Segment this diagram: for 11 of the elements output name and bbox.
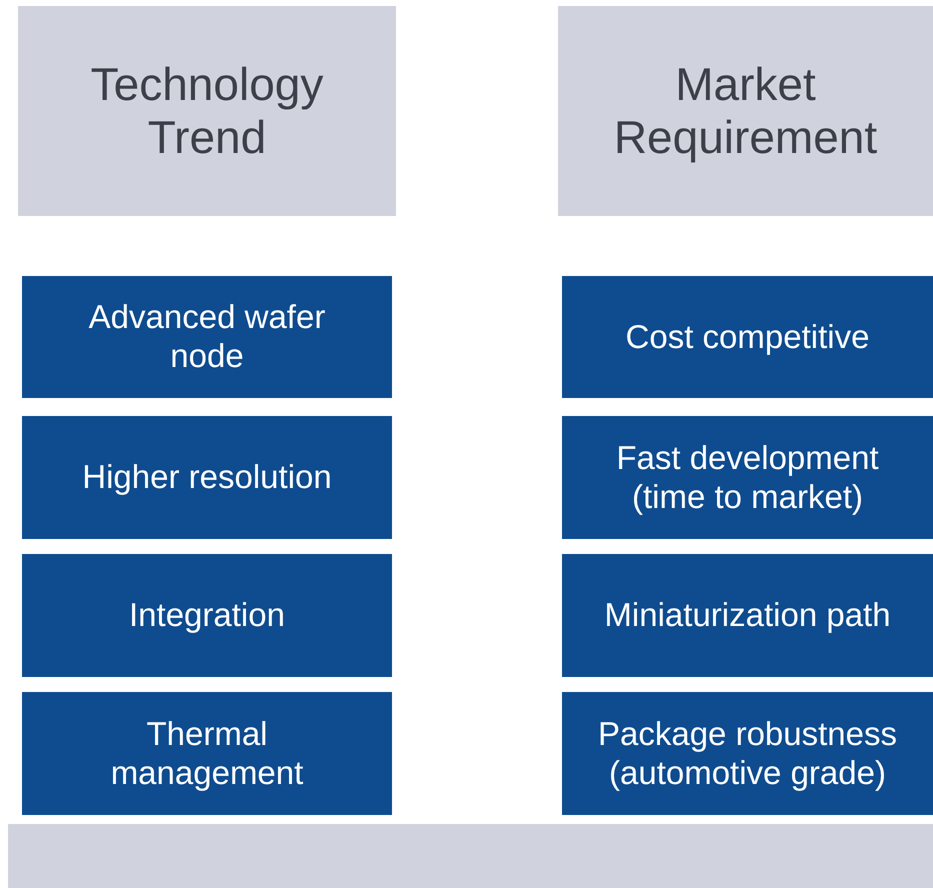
info-box: Higher resolution [22,416,392,539]
info-box: Package robustness (automotive grade) [562,692,933,815]
info-box: Advanced wafer node [22,276,392,398]
column-header: Technology Trend [18,6,396,216]
footer-bar [8,824,933,888]
info-box: Integration [22,554,392,677]
info-box: Thermal management [22,692,392,815]
info-box: Miniaturization path [562,554,933,677]
column-header: Market Requirement [558,6,933,216]
info-box: Fast development (time to market) [562,416,933,539]
info-box: Cost competitive [562,276,933,398]
